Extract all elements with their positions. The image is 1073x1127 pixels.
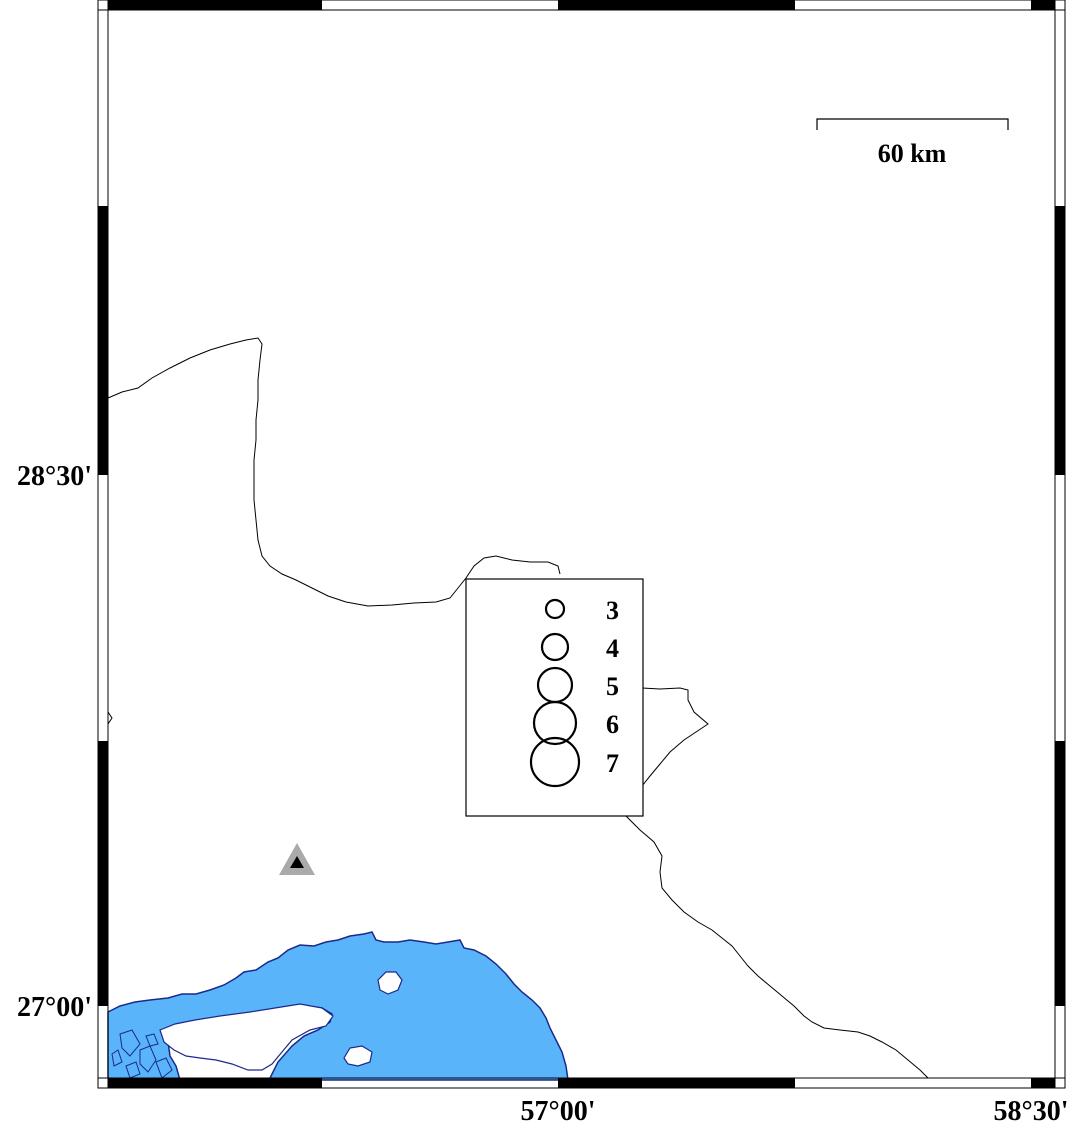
x-tick-label-57-00: 57°00' <box>521 1096 596 1127</box>
legend-label-3: 3 <box>606 596 619 625</box>
legend-label-5: 5 <box>606 672 619 701</box>
scale-bar-label: 60 km <box>878 139 947 168</box>
legend-circle-4 <box>540 632 570 662</box>
legend-label-7: 7 <box>606 749 619 778</box>
x-tick-label-58-30: 58°30' <box>994 1096 1069 1127</box>
map-frame <box>97 0 1066 1089</box>
island-qeshm-west <box>159 1003 334 1071</box>
coastal-fragments <box>111 1029 173 1079</box>
legend-circle-7 <box>529 736 581 788</box>
y-tick-label-28-30: 28°30' <box>17 461 92 492</box>
sea-polygon <box>107 931 569 1081</box>
legend-label-6: 6 <box>606 710 619 739</box>
legend-circle-6 <box>532 700 578 746</box>
province-border-line <box>107 337 929 1079</box>
legend-circle-3 <box>544 598 566 620</box>
triangle-station-icon <box>279 843 315 875</box>
island-hormuz <box>377 971 403 995</box>
border-stub-left <box>107 711 113 725</box>
legend-label-4: 4 <box>606 634 619 663</box>
scale-bar: 60 km <box>816 118 1009 168</box>
magnitude-legend: 3 4 5 6 7 <box>465 578 644 817</box>
island-larak <box>343 1045 373 1067</box>
y-tick-label-27-00: 27°00' <box>17 992 92 1023</box>
sea-area <box>107 931 569 1081</box>
